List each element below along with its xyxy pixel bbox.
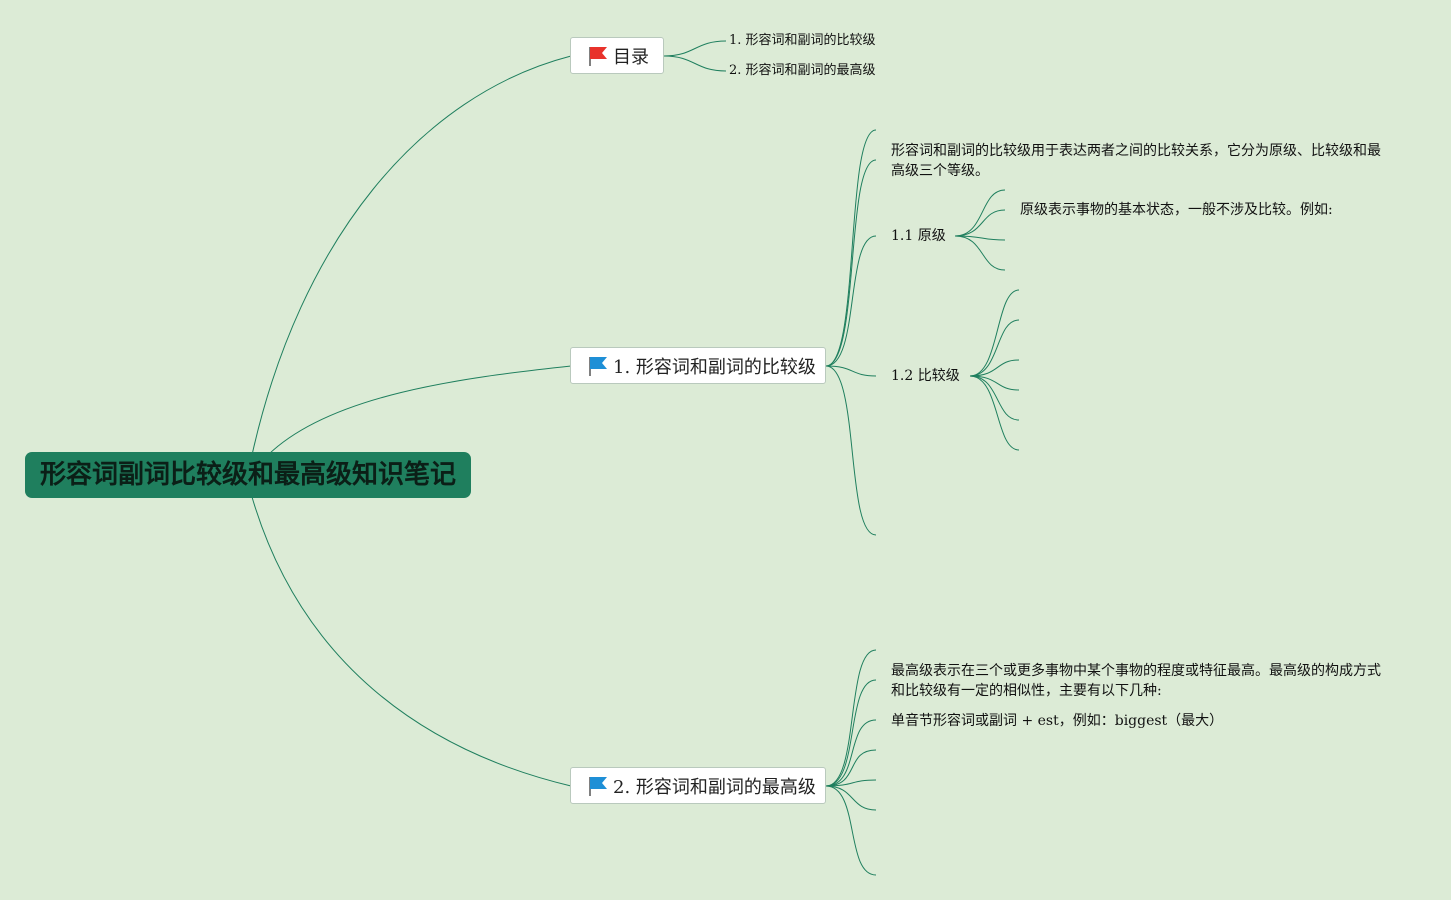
- topic-comparative[interactable]: 1. 形容词和副词的比较级: [570, 347, 826, 384]
- root-topic[interactable]: 形容词副词比较级和最高级知识笔记: [25, 452, 471, 498]
- comparative-intro[interactable]: 形容词和副词的比较级用于表达两者之间的比较关系，它分为原级、比较级和最高级三个等…: [891, 143, 1381, 179]
- topic-label: 2. 形容词和副词的最高级: [613, 776, 816, 798]
- subtopic-comparative-degree[interactable]: 1.2 比较级: [891, 368, 960, 384]
- positive-desc[interactable]: 原级表示事物的基本状态，一般不涉及比较。例如:: [1020, 202, 1333, 218]
- topic-superlative[interactable]: 2. 形容词和副词的最高级: [570, 767, 826, 804]
- toc-item[interactable]: 1. 形容词和副词的比较级: [729, 33, 876, 48]
- flag-icon: [589, 776, 607, 796]
- subtopic-positive[interactable]: 1.1 原级: [891, 228, 946, 244]
- flag-icon: [589, 356, 607, 376]
- toc-item[interactable]: 2. 形容词和副词的最高级: [729, 63, 876, 78]
- superlative-rule[interactable]: 单音节形容词或副词 + est，例如：biggest（最大）: [891, 713, 1224, 729]
- topic-label: 1. 形容词和副词的比较级: [613, 356, 816, 378]
- flag-icon: [589, 46, 607, 66]
- topic-label: 目录: [613, 46, 649, 68]
- topic-toc[interactable]: 目录: [570, 37, 664, 74]
- superlative-intro[interactable]: 最高级表示在三个或更多事物中某个事物的程度或特征最高。最高级的构成方式和比较级有…: [891, 663, 1381, 699]
